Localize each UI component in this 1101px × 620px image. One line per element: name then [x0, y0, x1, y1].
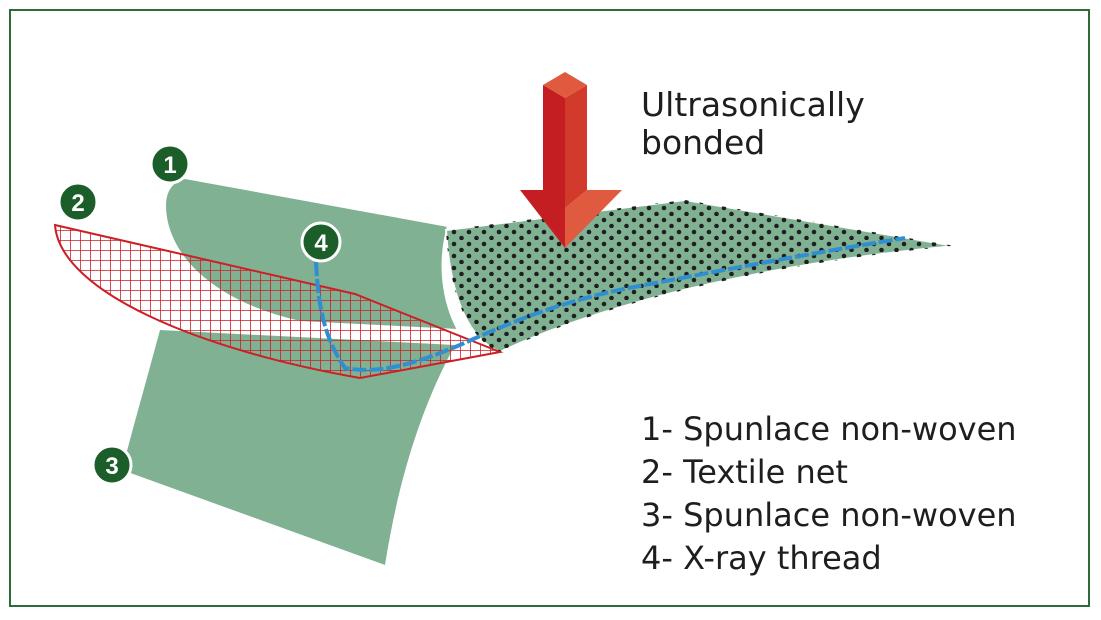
bonding-caption: Ultrasonically bonded — [641, 86, 865, 162]
legend-item-2: 2- Textile net — [641, 453, 848, 491]
legend: 1- Spunlace non-woven 2- Textile net 3- … — [641, 408, 1017, 580]
textile-net — [53, 223, 504, 380]
caption-line-1: Ultrasonically — [641, 85, 865, 124]
legend-item-1: 1- Spunlace non-woven — [641, 410, 1017, 448]
marker-1-label: 1 — [163, 152, 176, 179]
marker-4-label: 4 — [314, 230, 328, 257]
diagram-frame — [9, 9, 1090, 607]
marker-2-label: 2 — [71, 190, 84, 217]
caption-line-2: bonded — [641, 123, 766, 162]
spunlace-bottom-sheet — [122, 330, 455, 565]
marker-1-icon: 1 — [149, 143, 191, 185]
legend-item-3: 3- Spunlace non-woven — [641, 496, 1017, 534]
x-ray-thread — [314, 236, 906, 372]
marker-2-icon: 2 — [57, 181, 99, 223]
marker-4-icon: 4 — [300, 221, 342, 263]
marker-3-label: 3 — [105, 453, 118, 480]
legend-item-4: 4- X-ray thread — [641, 539, 882, 577]
marker-3-icon: 3 — [91, 444, 133, 486]
down-arrow-icon — [520, 72, 622, 248]
